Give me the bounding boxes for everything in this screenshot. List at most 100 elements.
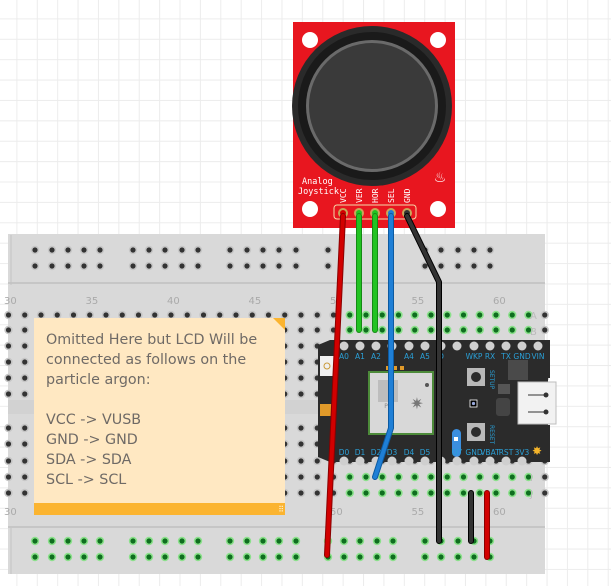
argon-pin-pad	[371, 341, 381, 351]
breadboard-hole-center	[422, 554, 428, 560]
mount-hole	[430, 32, 446, 48]
argon-pin-label: A2	[371, 352, 381, 361]
note-text[interactable]: Omitted Here but LCD Will be connected a…	[46, 332, 258, 488]
breadboard-hole-center	[282, 312, 288, 318]
breadboard-hole-center	[195, 538, 201, 544]
breadboard-hole-center	[244, 247, 250, 253]
breadboard-hole-center	[357, 538, 363, 544]
breadboard-hole-center	[227, 263, 233, 269]
breadboard-hole-center	[298, 327, 304, 333]
argon-pin-pad	[485, 456, 495, 466]
breadboard-hole-center	[244, 554, 250, 560]
breadboard-hole-center	[412, 312, 418, 318]
argon-pin-label: D4	[404, 448, 415, 457]
breadboard-hole-center	[471, 247, 477, 253]
breadboard-hole-center	[341, 554, 347, 560]
breadboard-hole-center	[493, 474, 499, 480]
breadboard-hole-center	[5, 490, 12, 496]
breadboard-hole-center	[298, 425, 304, 431]
breadboard-hole-center	[298, 391, 304, 397]
breadboard-hole-center	[509, 312, 515, 318]
argon-pin-label: 3V3	[515, 448, 530, 457]
breadboard-hole-center	[5, 343, 12, 349]
breadboard-hole-center	[49, 554, 55, 560]
breadboard-hole-center	[5, 312, 12, 318]
breadboard-hole-center	[22, 474, 28, 480]
breadboard-hole-center	[509, 327, 515, 333]
vcc-wire[interactable]	[325, 214, 345, 557]
breadboard-hole-center	[471, 263, 477, 269]
argon-pin-label: GND	[513, 352, 530, 361]
argon-pin-pad	[404, 456, 414, 466]
gnd-wire[interactable]	[405, 214, 441, 543]
breadboard-hole-center	[395, 327, 402, 333]
row-label: I	[530, 473, 533, 484]
argon-pin-pad	[533, 341, 543, 351]
wires[interactable]	[324, 213, 490, 560]
argon-pin-pad	[387, 456, 397, 466]
breadboard-hole-center	[22, 458, 28, 464]
breadboard-hole-center	[363, 490, 369, 496]
sel-wire[interactable]	[373, 214, 393, 479]
breadboard-hole-center	[227, 538, 233, 544]
argon-pin-label: A4	[404, 352, 414, 361]
breadboard-hole-center	[477, 490, 483, 496]
breadboard-hole-center	[379, 474, 385, 480]
row-label: B	[530, 327, 537, 338]
joystick-cap[interactable]	[309, 43, 435, 169]
argon-pin-label: TX	[500, 352, 511, 361]
argon-pin-label: D5	[420, 448, 431, 457]
argon-pin-label: D3	[387, 448, 398, 457]
argon-pin-label: D7	[452, 448, 463, 457]
argon-component	[320, 404, 332, 416]
argon-pin-pad	[355, 341, 365, 351]
breadboard-hole-center	[276, 263, 282, 269]
breadboard-hole-center	[22, 327, 28, 333]
breadboard-hole-center	[184, 312, 190, 318]
breadboard-hole-center	[477, 327, 483, 333]
setup-label: SETUP	[488, 370, 495, 390]
column-label: 60	[493, 296, 506, 307]
argon-pin-pad	[517, 341, 527, 351]
breadboard-hole-center	[22, 343, 28, 349]
joystick-pin-label: SEL	[387, 188, 396, 203]
sticky-note[interactable]: Omitted Here but LCD Will be connected a…	[34, 318, 285, 515]
breadboard-hole-center	[168, 312, 174, 318]
breadboard-hole-center	[347, 490, 353, 496]
breadboard-hole-center	[162, 538, 168, 544]
breadboard-hole-center	[509, 474, 515, 480]
resize-grip-icon[interactable]: ⠿	[278, 505, 284, 514]
breadboard-hole-center	[146, 554, 152, 560]
breadboard-hole-center	[97, 538, 103, 544]
argon-pin-pad	[420, 341, 430, 351]
column-label: 60	[493, 507, 506, 518]
breadboard-hole-center	[103, 312, 109, 318]
breadboard-hole-center	[455, 263, 461, 269]
breadboard-hole-center	[179, 247, 185, 253]
breadboard-hole-center	[130, 247, 136, 253]
breadboard-hole-center	[260, 263, 266, 269]
breadboard-hole-center	[314, 458, 320, 464]
breadboard-hole-center	[293, 247, 299, 253]
breadboard-hole-center	[265, 312, 272, 318]
breadboard-hole-center	[298, 474, 304, 480]
breadboard-hole-center	[179, 538, 185, 544]
argon-pin-pad	[404, 341, 414, 351]
breadboard-hole-center	[347, 312, 353, 318]
breadboard-hole-center	[330, 312, 337, 318]
argon-pin-label: D0	[339, 448, 350, 457]
breadboard-hole-center	[249, 312, 255, 318]
breadboard-hole-center	[5, 458, 12, 464]
argon-pin-pad	[501, 456, 511, 466]
chip	[496, 398, 510, 416]
breadboard-hole-center	[32, 263, 38, 269]
breadboard-hole-center	[65, 263, 71, 269]
antenna-connector	[320, 356, 334, 376]
breadboard-hole-center	[5, 474, 12, 480]
breadboard-hole-center	[162, 263, 168, 269]
column-label: 55	[412, 507, 425, 518]
breadboard-hole-center	[293, 263, 299, 269]
particle-logo-icon: ✷	[410, 394, 423, 413]
